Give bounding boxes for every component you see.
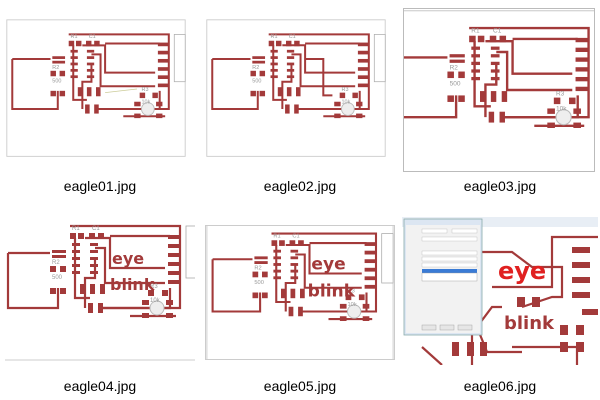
file-item-eagle03[interactable]: eagle03.jpg <box>400 0 600 200</box>
file-item-eagle06[interactable]: eye blink eagle06.jpg <box>400 200 600 400</box>
board-text-blink: blink <box>110 275 155 294</box>
thumbnail-image[interactable] <box>202 18 390 160</box>
file-item-eagle02[interactable]: eagle02.jpg <box>200 0 400 200</box>
board-text-eye: eye <box>112 249 144 268</box>
board-text-blink: blink <box>504 313 555 334</box>
board-text-eye: eye <box>498 257 546 285</box>
file-item-eagle05[interactable]: eye blink eagle05.jpg <box>200 200 400 400</box>
file-name[interactable]: eagle03.jpg <box>463 178 537 194</box>
file-name[interactable]: eagle06.jpg <box>463 378 537 394</box>
file-item-eagle04[interactable]: eye blink eagle04.jpg <box>0 200 200 400</box>
file-name[interactable]: eagle04.jpg <box>63 378 137 394</box>
thumbnail-image[interactable] <box>5 18 187 160</box>
board-text-eye: eye <box>311 255 345 275</box>
thumbnail-image[interactable]: eye blink <box>205 225 395 360</box>
properties-dialog[interactable] <box>403 218 483 336</box>
thumbnail-image[interactable] <box>403 8 595 172</box>
thumbnail-image[interactable]: eye blink <box>5 218 195 368</box>
file-name[interactable]: eagle01.jpg <box>63 178 137 194</box>
thumbnail-image[interactable]: eye blink <box>402 217 598 365</box>
file-name[interactable]: eagle02.jpg <box>263 178 337 194</box>
file-name[interactable]: eagle05.jpg <box>263 378 337 394</box>
board-text-blink: blink <box>308 281 356 301</box>
file-item-eagle01[interactable]: eagle01.jpg <box>0 0 200 200</box>
